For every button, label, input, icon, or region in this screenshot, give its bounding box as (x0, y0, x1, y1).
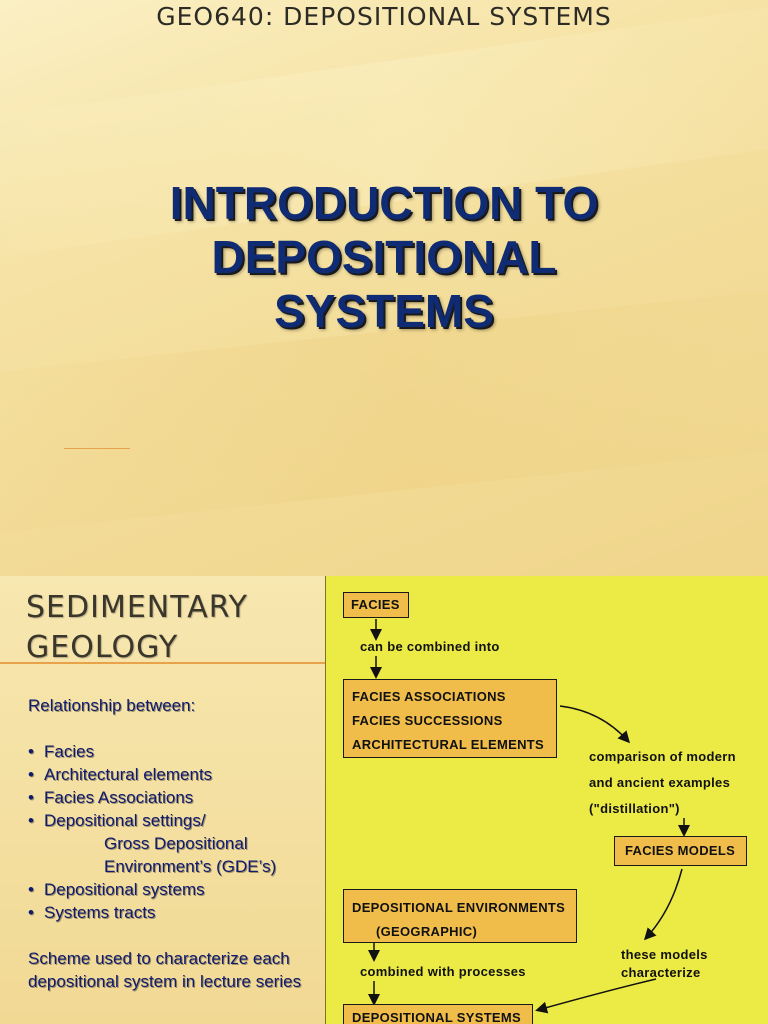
list-item: • Systems tracts (28, 901, 328, 924)
combined-with-text: combined with processes (360, 964, 526, 979)
title-line: DEPOSITIONAL (211, 231, 557, 283)
bullet-icon: • (28, 788, 34, 807)
list-item-label: Systems tracts (44, 903, 156, 922)
list-item-label: Architectural elements (44, 765, 213, 784)
list-item-continuation: Environment’s (GDE’s) (104, 857, 277, 876)
list-item: • Depositional settings/ (28, 809, 328, 832)
body-text: Relationship between: • Facies • Architect… (28, 694, 328, 993)
characterize-text: these models characterize (621, 946, 708, 982)
list-item-label: Depositional systems (44, 880, 205, 899)
course-header: GEO640: DEPOSITIONAL SYSTEMS (156, 2, 612, 31)
systems-label: DEPOSITIONAL SYSTEMS (352, 1010, 522, 1024)
characterize-line: characterize (621, 965, 701, 980)
title-divider (0, 662, 325, 664)
list-item-label: Facies (44, 742, 95, 761)
title-line: INTRODUCTION TO (169, 177, 599, 229)
characterize-line: these models (621, 947, 708, 962)
arrow (643, 868, 683, 941)
list-item: • Architectural elements (28, 763, 328, 786)
depositional-systems-box: DEPOSITIONAL SYSTEMS (343, 1004, 533, 1024)
comparison-line: ("distillation") (589, 801, 680, 816)
list-item: • Facies Associations (28, 786, 328, 809)
bullet-icon: • (28, 742, 34, 761)
bullet-icon: • (28, 765, 34, 784)
title-slide: GEO640: DEPOSITIONAL SYSTEMS INTRODUCTIO… (0, 0, 768, 576)
list-item-label: Facies Associations (44, 788, 194, 807)
diagram-arrows (368, 619, 690, 1014)
assoc-line: FACIES SUCCESSIONS (352, 713, 503, 728)
facies-label: FACIES (351, 597, 400, 612)
bullet-icon: • (28, 880, 34, 899)
comparison-text: comparison of modern and ancient example… (589, 744, 736, 822)
section-title-line: GEOLOGY (26, 630, 179, 665)
facies-associations-box: FACIES ASSOCIATIONS FACIES SUCCESSIONS A… (343, 679, 557, 758)
combined-into-text: can be combined into (360, 639, 500, 654)
arrow (559, 705, 631, 744)
models-label: FACIES MODELS (625, 843, 736, 858)
scheme-text: Scheme used to characterize each deposit… (28, 949, 302, 991)
flow-diagram: FACIES can be combined into FACIES ASSOC… (325, 576, 768, 1024)
section-title-line: SEDIMENTARY (26, 590, 248, 625)
facies-models-box: FACIES MODELS (614, 836, 747, 866)
content-slide: SEDIMENTARY GEOLOGY Relationship between… (0, 576, 768, 1024)
list-item-label: Depositional settings/ (44, 811, 206, 830)
slide-title: INTRODUCTION TO DEPOSITIONAL SYSTEMS (0, 176, 768, 338)
bullet-list: • Facies • Architectural elements • Facies … (28, 740, 328, 924)
arrow (535, 978, 657, 1014)
list-item: • Facies (28, 740, 328, 763)
assoc-line: FACIES ASSOCIATIONS (352, 689, 506, 704)
bullet-icon: • (28, 811, 34, 830)
facies-box: FACIES (343, 592, 409, 618)
list-item: • Depositional systems (28, 878, 328, 901)
environments-label: DEPOSITIONAL ENVIRONMENTS (352, 900, 566, 915)
bullet-icon: • (28, 903, 34, 922)
title-line: SYSTEMS (274, 285, 494, 337)
depositional-environments-box: DEPOSITIONAL ENVIRONMENTS (GEOGRAPHIC) (343, 889, 577, 943)
list-item-continuation: Gross Depositional (104, 834, 248, 853)
comparison-line: comparison of modern (589, 749, 736, 764)
lead-text: Relationship between: (28, 696, 196, 715)
assoc-line: ARCHITECTURAL ELEMENTS (352, 737, 544, 752)
accent-line (64, 448, 130, 449)
geographic-label: (GEOGRAPHIC) (376, 924, 478, 939)
comparison-line: and ancient examples (589, 775, 731, 790)
section-title: SEDIMENTARY GEOLOGY (26, 588, 248, 668)
